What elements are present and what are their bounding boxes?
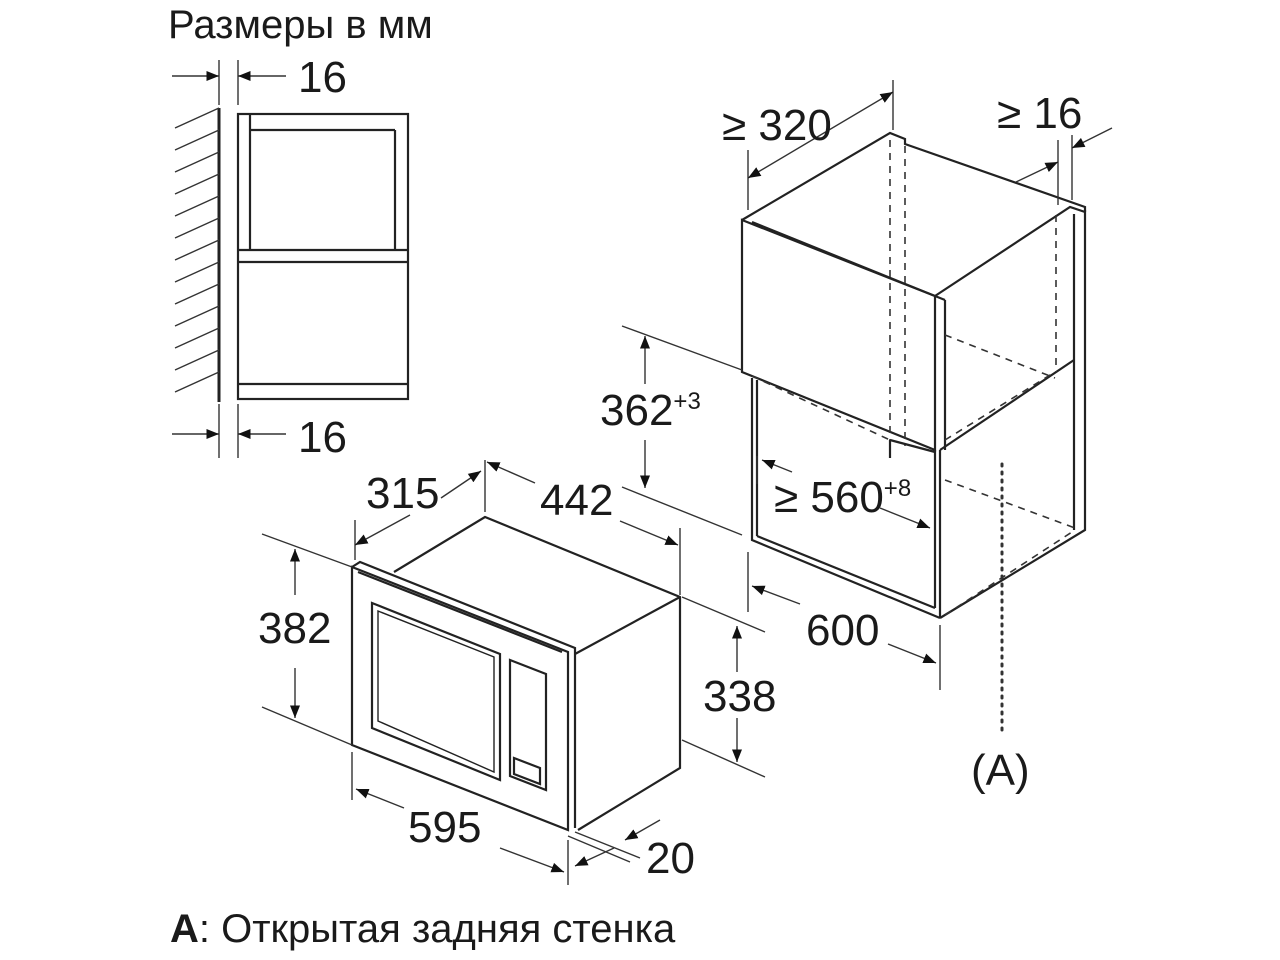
dim-label-16-gap: ≥ 16 — [997, 89, 1082, 138]
dim-front-thickness-20: 20 — [567, 819, 695, 883]
microwave-door-window — [370, 601, 502, 782]
dim-side-gap-16: ≥ 16 — [997, 89, 1113, 205]
dim-label-top-16: 16 — [298, 53, 347, 102]
dim-label-595: 595 — [408, 803, 481, 852]
dim-label-320: ≥ 320 — [722, 101, 832, 150]
dim-depth-320: ≥ 320 — [722, 80, 894, 210]
wall-hatching — [174, 107, 221, 402]
microwave-front-panel — [350, 560, 577, 832]
hidden-edges — [751, 140, 1076, 616]
dim-front-height-382: 382 — [258, 533, 353, 746]
upper-cabinet — [740, 131, 1087, 452]
dim-label-560: ≥ 560+8 — [774, 473, 911, 522]
footnote-text: : Открытая задняя стенка — [199, 907, 676, 951]
dim-value-560: ≥ 560 — [774, 473, 884, 522]
dim-label-315: 315 — [366, 469, 439, 518]
diagram-title: Размеры в мм — [168, 3, 433, 47]
dim-cabinet-width-600: 600 — [747, 552, 941, 690]
dim-label-338: 338 — [703, 672, 776, 721]
dim-bottom-16: 16 — [172, 404, 347, 462]
control-display — [512, 756, 542, 786]
dim-tol-362: +3 — [673, 388, 700, 415]
dim-tol-560: +8 — [884, 475, 911, 502]
control-panel — [508, 658, 548, 792]
footnote-key: A — [170, 907, 199, 951]
dim-depth-315: 315 — [354, 460, 486, 560]
dim-label-20: 20 — [646, 834, 695, 883]
rear-marker-a: (A) — [971, 746, 1030, 795]
dim-top-16: 16 — [172, 53, 347, 105]
footnote: A: Открытая задняя стенка — [170, 907, 676, 951]
microwave-unit: 315 442 382 338 — [258, 460, 776, 885]
dim-opening-height-362: 362+3 — [600, 325, 743, 536]
dim-opening-width-560: ≥ 560+8 — [756, 456, 931, 529]
dim-label-600: 600 — [806, 606, 879, 655]
dim-label-382: 382 — [258, 604, 331, 653]
microwave-body — [393, 515, 682, 831]
dim-label-442: 442 — [540, 476, 613, 525]
side-view: 16 16 — [172, 53, 410, 462]
side-profile — [236, 112, 410, 401]
dim-label-bottom-16: 16 — [298, 413, 347, 462]
dim-label-362: 362+3 — [600, 386, 701, 435]
niche-cabinet: ≥ 320 ≥ 16 362+3 ≥ 560+8 — [600, 80, 1113, 795]
lower-cabinet — [750, 210, 1087, 620]
dim-value-362: 362 — [600, 386, 673, 435]
dim-body-height-338: 338 — [681, 596, 776, 778]
dim-front-width-595: 595 — [351, 752, 569, 885]
dim-width-442: 442 — [486, 461, 681, 595]
